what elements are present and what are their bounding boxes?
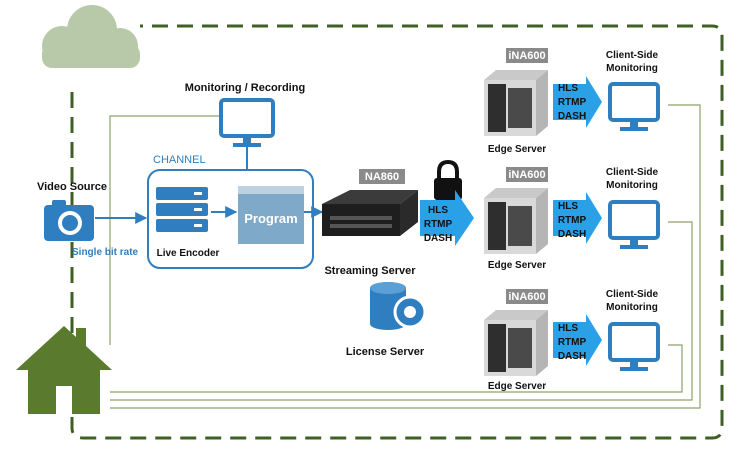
home-link-lines	[109, 104, 701, 409]
live-encoder-label: Live Encoder	[157, 248, 220, 259]
program-box	[238, 186, 304, 244]
cloud-icon	[42, 5, 140, 68]
edge-badge-1	[506, 48, 548, 63]
live-encoder-icon	[156, 187, 208, 232]
svg-text:iNA600: iNA600	[508, 291, 545, 303]
svg-text:iNA600: iNA600	[508, 50, 545, 62]
streaming-server-icon	[322, 190, 418, 236]
protocol-main-dash: DASH	[424, 233, 452, 244]
edge-server-label-2: Edge Server	[488, 260, 546, 271]
svg-text:RTMP: RTMP	[558, 215, 587, 226]
edge-server-label-1: Edge Server	[488, 144, 546, 155]
edge-arrow-1	[553, 76, 602, 128]
edge-row-2: iNA600 Edge Server HLS RTMP DASH Client-…	[484, 167, 660, 271]
svg-text:RTMP: RTMP	[558, 97, 587, 108]
protocol-main-rtmp: RTMP	[424, 219, 453, 230]
svg-text:DASH: DASH	[558, 111, 586, 122]
network-boundary-dashed	[70, 24, 724, 440]
edge-server-icon-1	[484, 70, 548, 136]
channel-label: CHANNEL	[153, 154, 206, 166]
home-icon	[16, 326, 112, 414]
edge-arrow-2	[553, 192, 602, 244]
edge-arrow-3	[553, 314, 602, 366]
client-label-3b: Monitoring	[606, 302, 658, 313]
client-label-2a: Client-Side	[606, 167, 659, 178]
camera-icon	[44, 200, 94, 241]
svg-text:HLS: HLS	[558, 323, 578, 334]
program-label: Program	[244, 211, 297, 226]
edge-server-icon-2	[484, 188, 548, 254]
client-label-3a: Client-Side	[606, 289, 659, 300]
svg-text:DASH: DASH	[558, 229, 586, 240]
na860-badge	[359, 169, 405, 184]
client-monitor-icon-3	[608, 322, 660, 371]
svg-text:HLS: HLS	[558, 201, 578, 212]
single-bit-rate-label: Single bit rate	[72, 247, 139, 258]
client-monitor-icon-1	[608, 82, 660, 131]
protocol-main-arrow	[420, 190, 474, 246]
protocol-main-hls: HLS	[428, 205, 448, 216]
client-label-1b: Monitoring	[606, 63, 658, 74]
streaming-server-label: Streaming Server	[324, 265, 416, 277]
client-label-2b: Monitoring	[606, 180, 658, 191]
license-server-label: License Server	[346, 346, 425, 358]
svg-text:DASH: DASH	[558, 351, 586, 362]
edge-server-icon-3	[484, 310, 548, 376]
edge-badge-3	[506, 289, 548, 304]
svg-text:iNA600: iNA600	[508, 169, 545, 181]
client-label-1a: Client-Side	[606, 50, 659, 61]
video-source-label: Video Source	[37, 181, 107, 193]
edge-badge-2	[506, 167, 548, 182]
svg-text:HLS: HLS	[558, 83, 578, 94]
svg-text:RTMP: RTMP	[558, 337, 587, 348]
edge-row-1: iNA600 Edge Server HLS RTMP DASH Client-…	[484, 48, 660, 155]
edge-row-3: iNA600 Edge Server HLS RTMP DASH Client-…	[484, 289, 660, 392]
na860-label: NA860	[365, 171, 399, 183]
client-monitor-icon-2	[608, 200, 660, 249]
edge-server-label-3: Edge Server	[488, 381, 546, 392]
monitoring-recording-label: Monitoring / Recording	[185, 82, 305, 94]
monitoring-recording-screen	[219, 98, 275, 147]
license-server-icon	[370, 282, 427, 330]
